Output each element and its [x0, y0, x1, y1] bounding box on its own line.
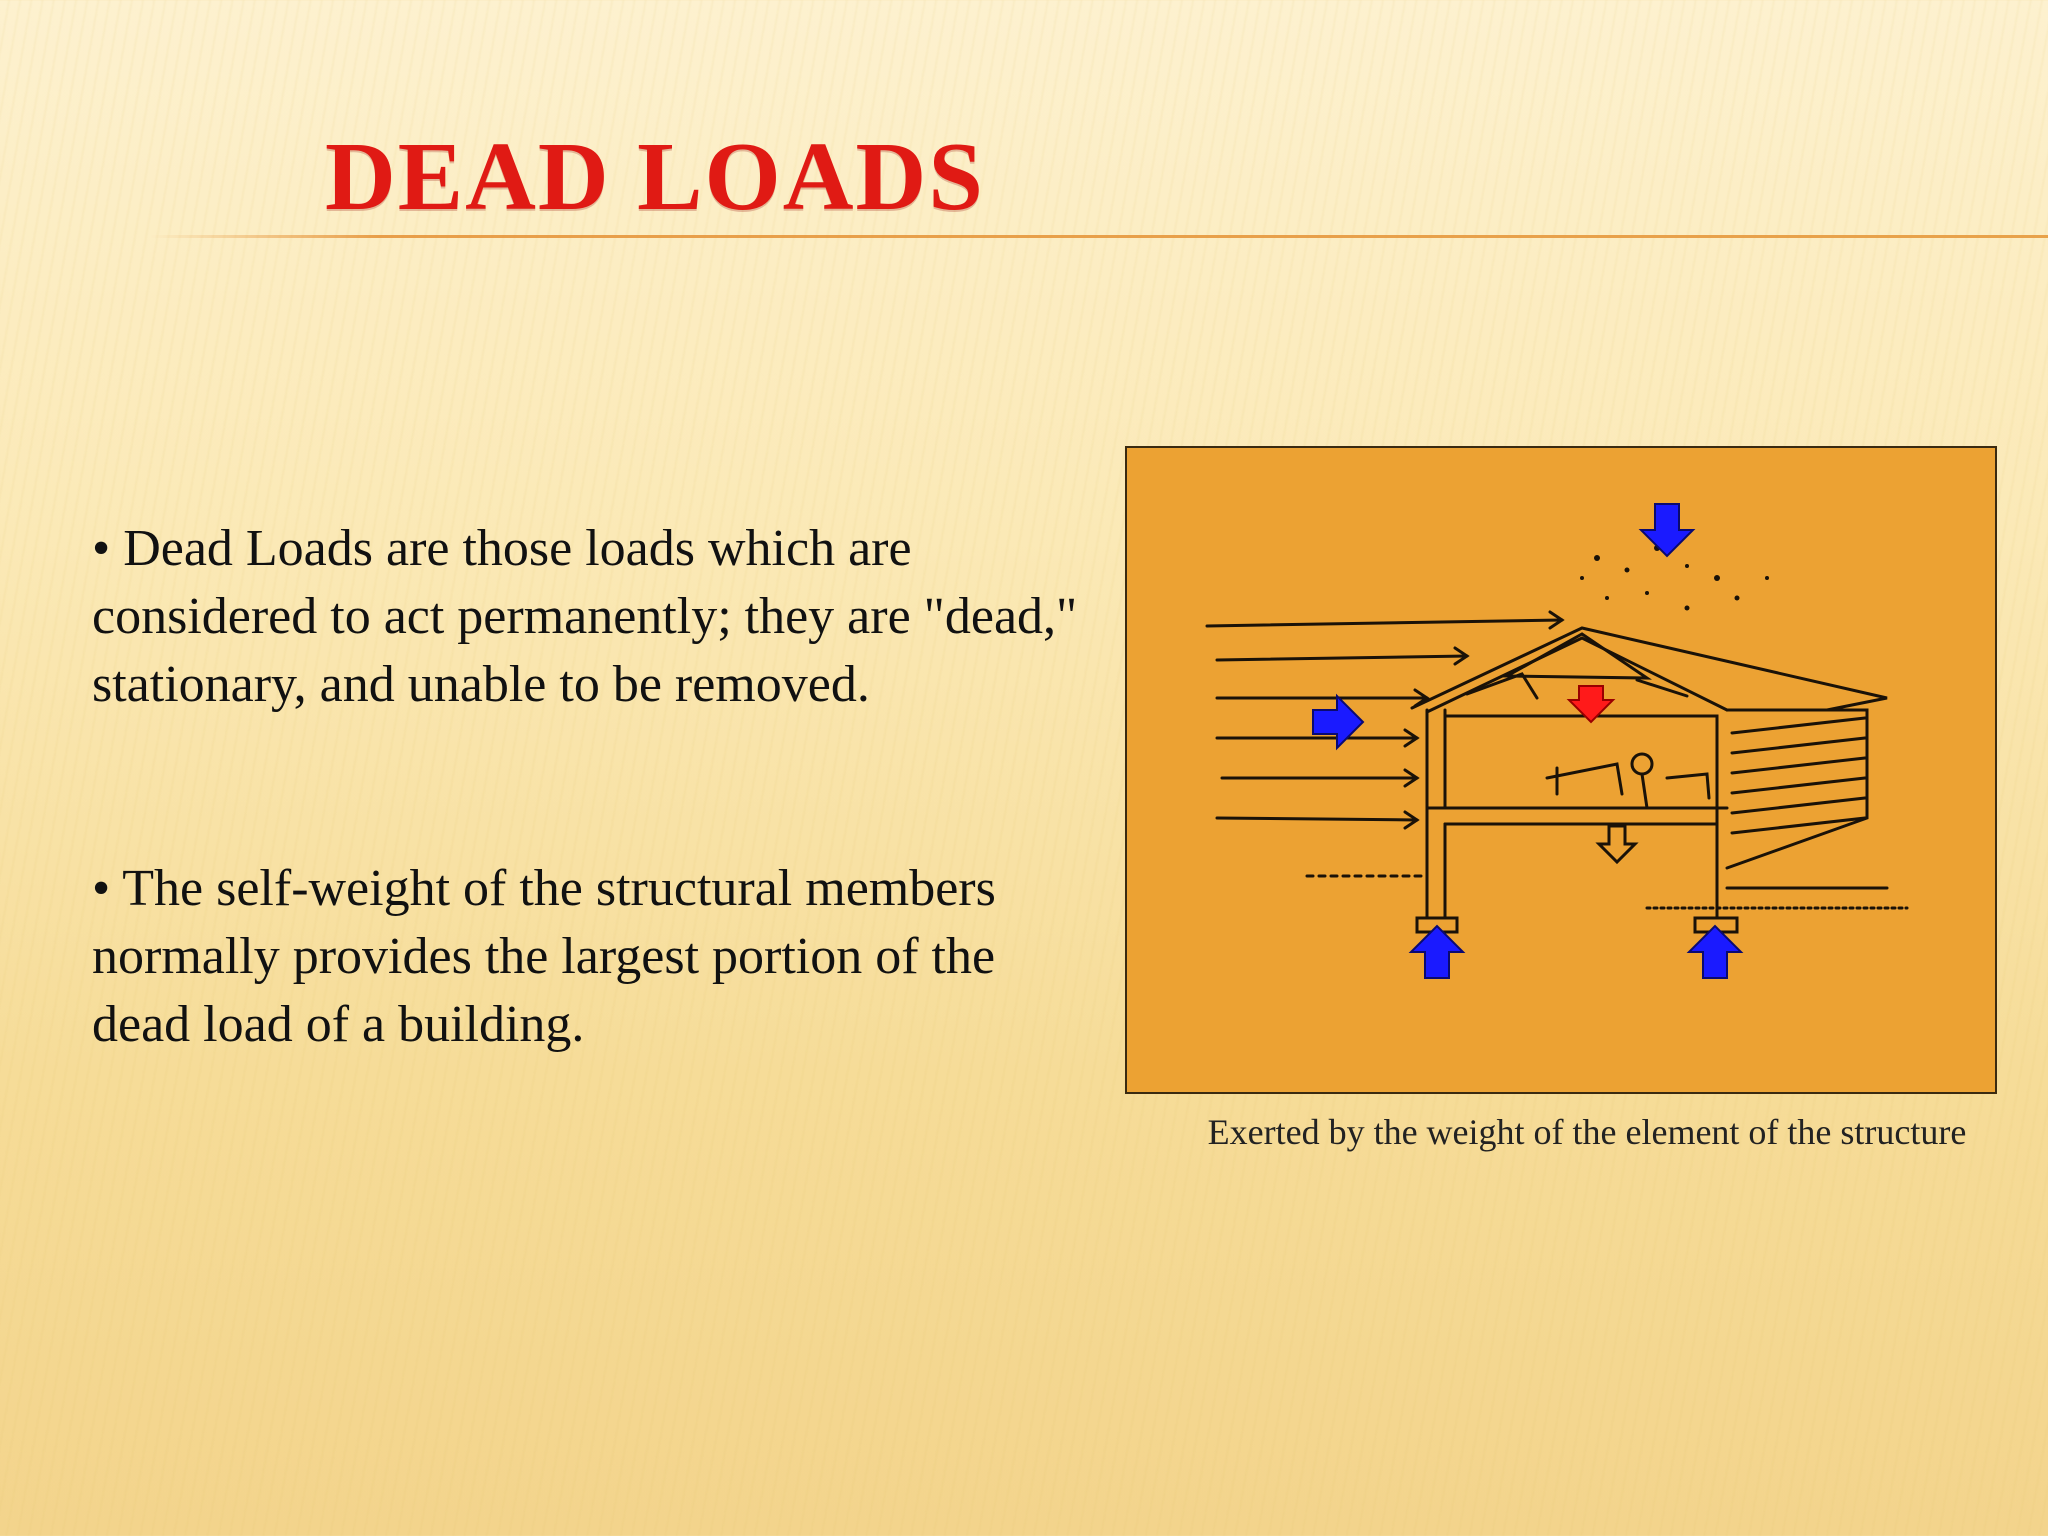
- house-sketch-drawing: [1205, 503, 1909, 979]
- house-loads-illustration: [1125, 446, 1997, 1094]
- figure-caption: Exerted by the weight of the element of …: [1207, 1112, 1967, 1152]
- title-underline: [150, 235, 2048, 238]
- bullet-list: • Dead Loads are those loads which are c…: [92, 515, 1102, 1059]
- slide-title: DEAD LOADS: [325, 123, 985, 231]
- bullet-item-self-weight: • The self-weight of the structural memb…: [92, 860, 996, 1053]
- bullet-item-dead-loads-definition: • Dead Loads are those loads which are c…: [92, 520, 1078, 713]
